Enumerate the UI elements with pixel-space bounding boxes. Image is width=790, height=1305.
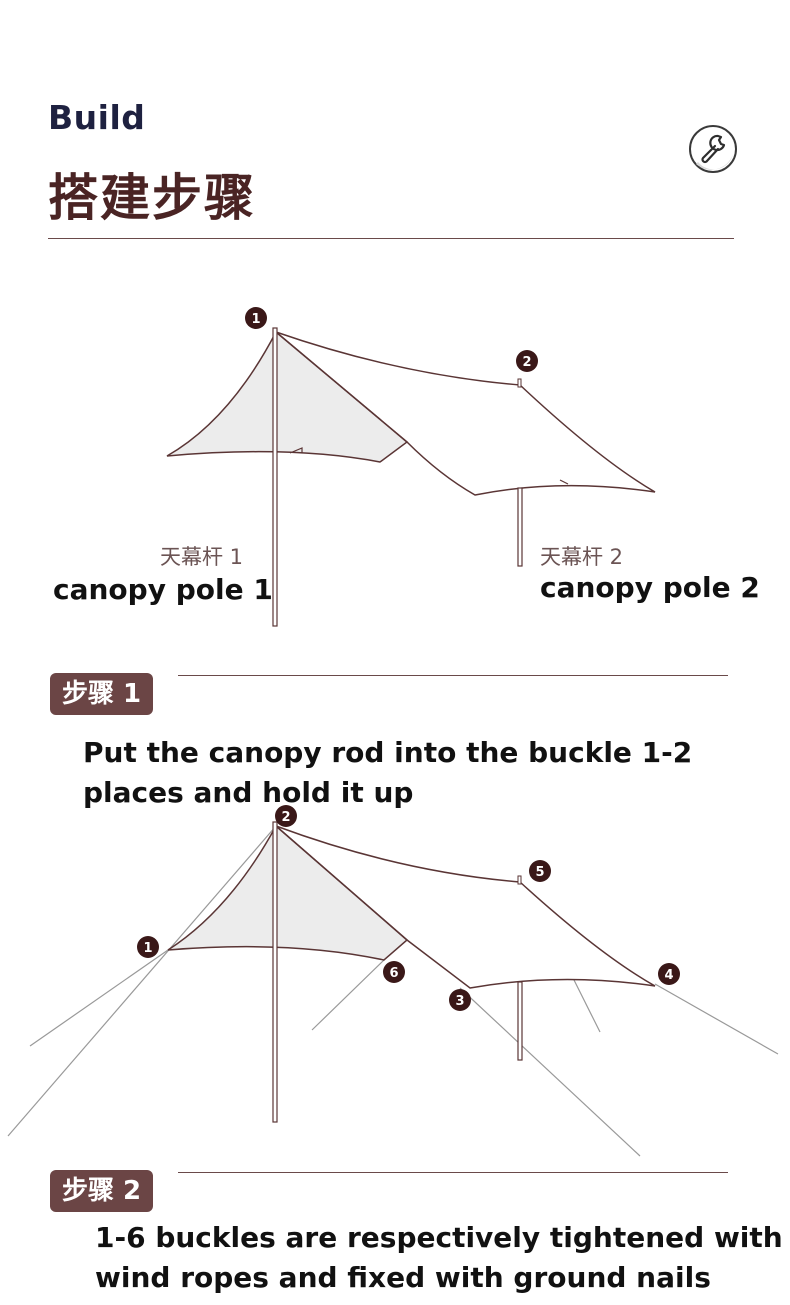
pole1-label-en: canopy pole 1 [53, 573, 273, 606]
svg-text:2: 2 [281, 810, 290, 825]
marker-2: 2 [275, 805, 297, 827]
wrench-icon [688, 124, 738, 174]
svg-text:6: 6 [389, 966, 398, 981]
svg-text:5: 5 [535, 865, 544, 880]
step2-text: 1-6 buckles are respectively tightened w… [95, 1218, 783, 1298]
svg-text:3: 3 [455, 994, 464, 1009]
step2-text-line2: wind ropes and fixed with ground nails [95, 1261, 711, 1294]
canopy-diagram-2: 1 2 3 4 5 6 [7, 805, 779, 1157]
canopy-diagram-1: 1 2 [166, 307, 656, 627]
step2-divider [178, 1172, 728, 1173]
step1-text: Put the canopy rod into the buckle 1-2 p… [83, 733, 692, 813]
svg-text:2: 2 [522, 355, 531, 370]
step2-badge: 步骤 2 [50, 1170, 154, 1212]
marker-1: 1 [245, 307, 267, 329]
section-title-en: Build [48, 98, 146, 137]
marker-6: 6 [383, 961, 405, 983]
svg-text:1: 1 [251, 312, 260, 327]
marker-5: 5 [529, 860, 551, 882]
svg-text:1: 1 [143, 941, 152, 956]
marker-1: 1 [137, 936, 159, 958]
step1-badge: 步骤 1 [50, 673, 154, 715]
step1-text-line1: Put the canopy rod into the buckle 1-2 [83, 736, 693, 769]
marker-3: 3 [449, 989, 471, 1011]
step1-divider [178, 675, 728, 676]
svg-text:4: 4 [664, 968, 673, 983]
marker-4: 4 [658, 963, 680, 985]
step1-text-line2: places and hold it up [83, 776, 414, 809]
pole2-label-en: canopy pole 2 [540, 571, 760, 604]
step2-text-line1: 1-6 buckles are respectively tightened w… [95, 1221, 783, 1254]
pole1-label-cn: 天幕杆 1 [160, 545, 244, 569]
pole2-label-cn: 天幕杆 2 [540, 545, 624, 569]
header-divider [48, 238, 734, 239]
section-title-cn: 搭建步骤 [48, 169, 256, 227]
marker-2: 2 [516, 350, 538, 372]
